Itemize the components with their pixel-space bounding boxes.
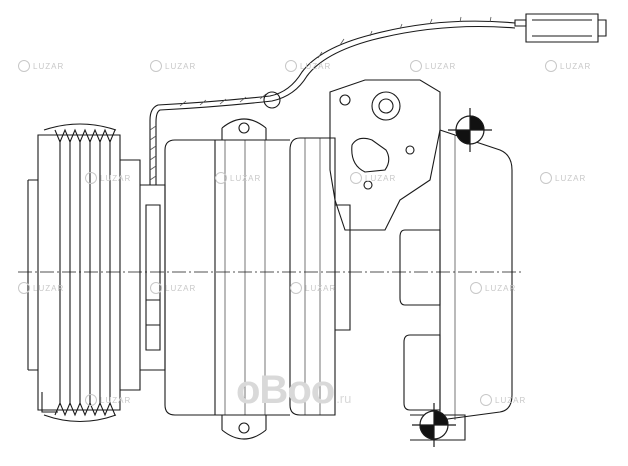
watermark-text: LUZAR [425,61,457,71]
watermark-ring-icon [85,172,97,184]
watermark-text: LUZAR [33,61,65,71]
watermark-ring-icon [150,282,162,294]
watermark-8: LUZAR [350,172,396,184]
watermark-14: LUZAR [85,394,131,406]
datum-marker-bottom [412,403,456,447]
watermark-text: LUZAR [33,283,65,293]
watermark-text: LUZAR [365,173,397,183]
watermark-3: LUZAR [285,60,331,72]
watermark-9: LUZAR [540,172,586,184]
watermark-7: LUZAR [215,172,261,184]
middle-body [289,137,351,416]
watermark-text: LUZAR [165,283,197,293]
rear-head [329,79,513,441]
watermark-ring-icon [290,282,302,294]
watermark-text: LUZAR [165,61,197,71]
watermark-13: LUZAR [470,282,516,294]
watermark-ring-icon [85,394,97,406]
watermark-ring-icon [545,60,557,72]
watermark-10: LUZAR [18,282,64,294]
wire-harness [149,13,607,185]
watermark-ring-icon [285,60,297,72]
front-housing [140,118,290,440]
watermark-ring-icon [480,394,492,406]
watermark-ring-icon [410,60,422,72]
watermark-2: LUZAR [150,60,196,72]
watermark-15: LUZAR [480,394,526,406]
watermark-4: LUZAR [410,60,456,72]
watermark-text: LUZAR [230,173,262,183]
watermark-1: LUZAR [18,60,64,72]
watermark-text: LUZAR [100,173,132,183]
watermark-12: LUZAR [290,282,336,294]
watermark-ring-icon [215,172,227,184]
watermark-text: LUZAR [555,173,587,183]
watermark-ring-icon [350,172,362,184]
watermark-text: LUZAR [300,61,332,71]
watermark-ring-icon [540,172,552,184]
watermark-text: LUZAR [100,395,132,405]
watermark-11: LUZAR [150,282,196,294]
watermark-ring-icon [150,60,162,72]
watermark-6: LUZAR [85,172,131,184]
site-logo: oBoo .ru [236,368,351,413]
datum-marker-top [448,108,492,152]
watermark-ring-icon [18,60,30,72]
watermark-text: LUZAR [495,395,527,405]
watermark-ring-icon [470,282,482,294]
watermark-text: LUZAR [485,283,517,293]
watermark-ring-icon [18,282,30,294]
watermark-5: LUZAR [545,60,591,72]
watermark-text: LUZAR [305,283,337,293]
pulley [27,123,141,422]
watermark-text: LUZAR [560,61,592,71]
site-logo-text: oBoo [236,368,335,412]
site-logo-domain: .ru [336,391,352,406]
